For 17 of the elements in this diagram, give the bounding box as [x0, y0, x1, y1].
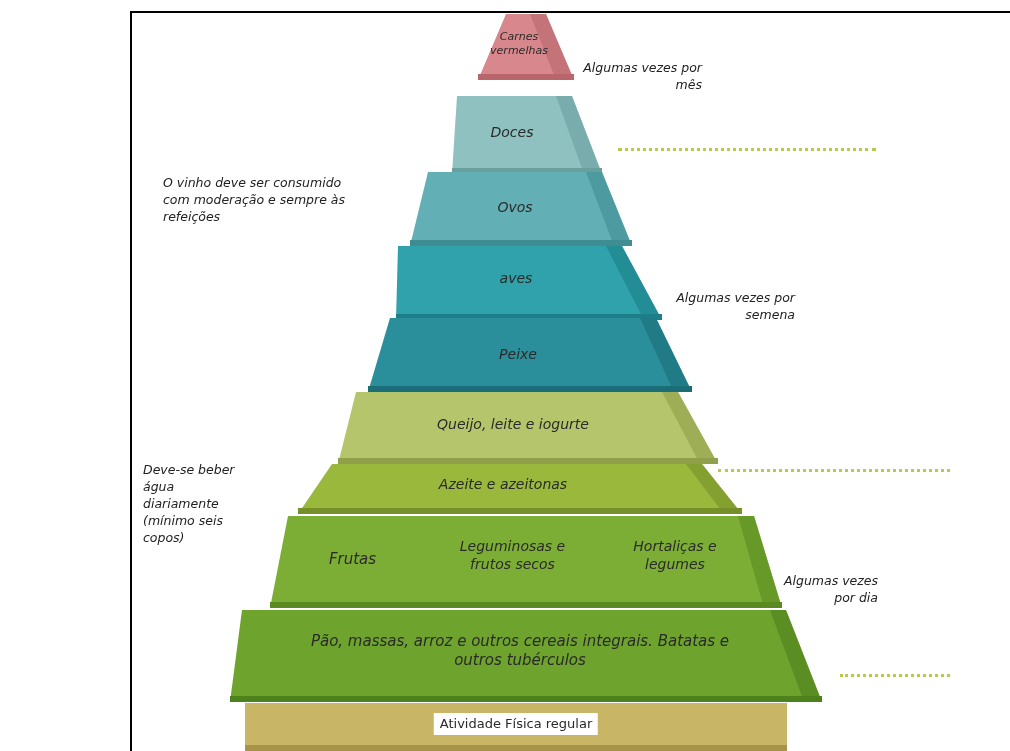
- side-note: Deve-se beber água diariamente (mínimo seis copos): [143, 462, 236, 547]
- tier-label: Hortaliças e legumes: [632, 538, 718, 573]
- tier-label: Carnes vermelhas: [489, 30, 549, 58]
- side-note: O vinho deve ser consumido com moderação e sempre às refeições: [163, 175, 347, 226]
- side-note: Algumas vezes por dia: [782, 573, 878, 607]
- tier-label: Pão, massas, arroz e outros cereais integrais. Batatas e outros tubérculos: [310, 632, 730, 670]
- tier-label: Azeite e azeitonas: [437, 476, 569, 494]
- tier-label: Leguminosas e frutos secos: [458, 538, 567, 573]
- tier-label: Peixe: [498, 346, 538, 364]
- tier-label: Ovos: [496, 199, 534, 217]
- activity-label: Atividade Física regular: [433, 713, 599, 736]
- tier-label: Doces: [489, 124, 535, 142]
- side-note: Algumas vezes por semena: [675, 290, 795, 324]
- side-note: Algumas vezes por mês: [582, 60, 702, 94]
- tier-label: Frutas: [327, 550, 378, 569]
- tier-label: aves: [498, 270, 534, 288]
- tier-label: Queijo, leite e iogurte: [436, 416, 590, 434]
